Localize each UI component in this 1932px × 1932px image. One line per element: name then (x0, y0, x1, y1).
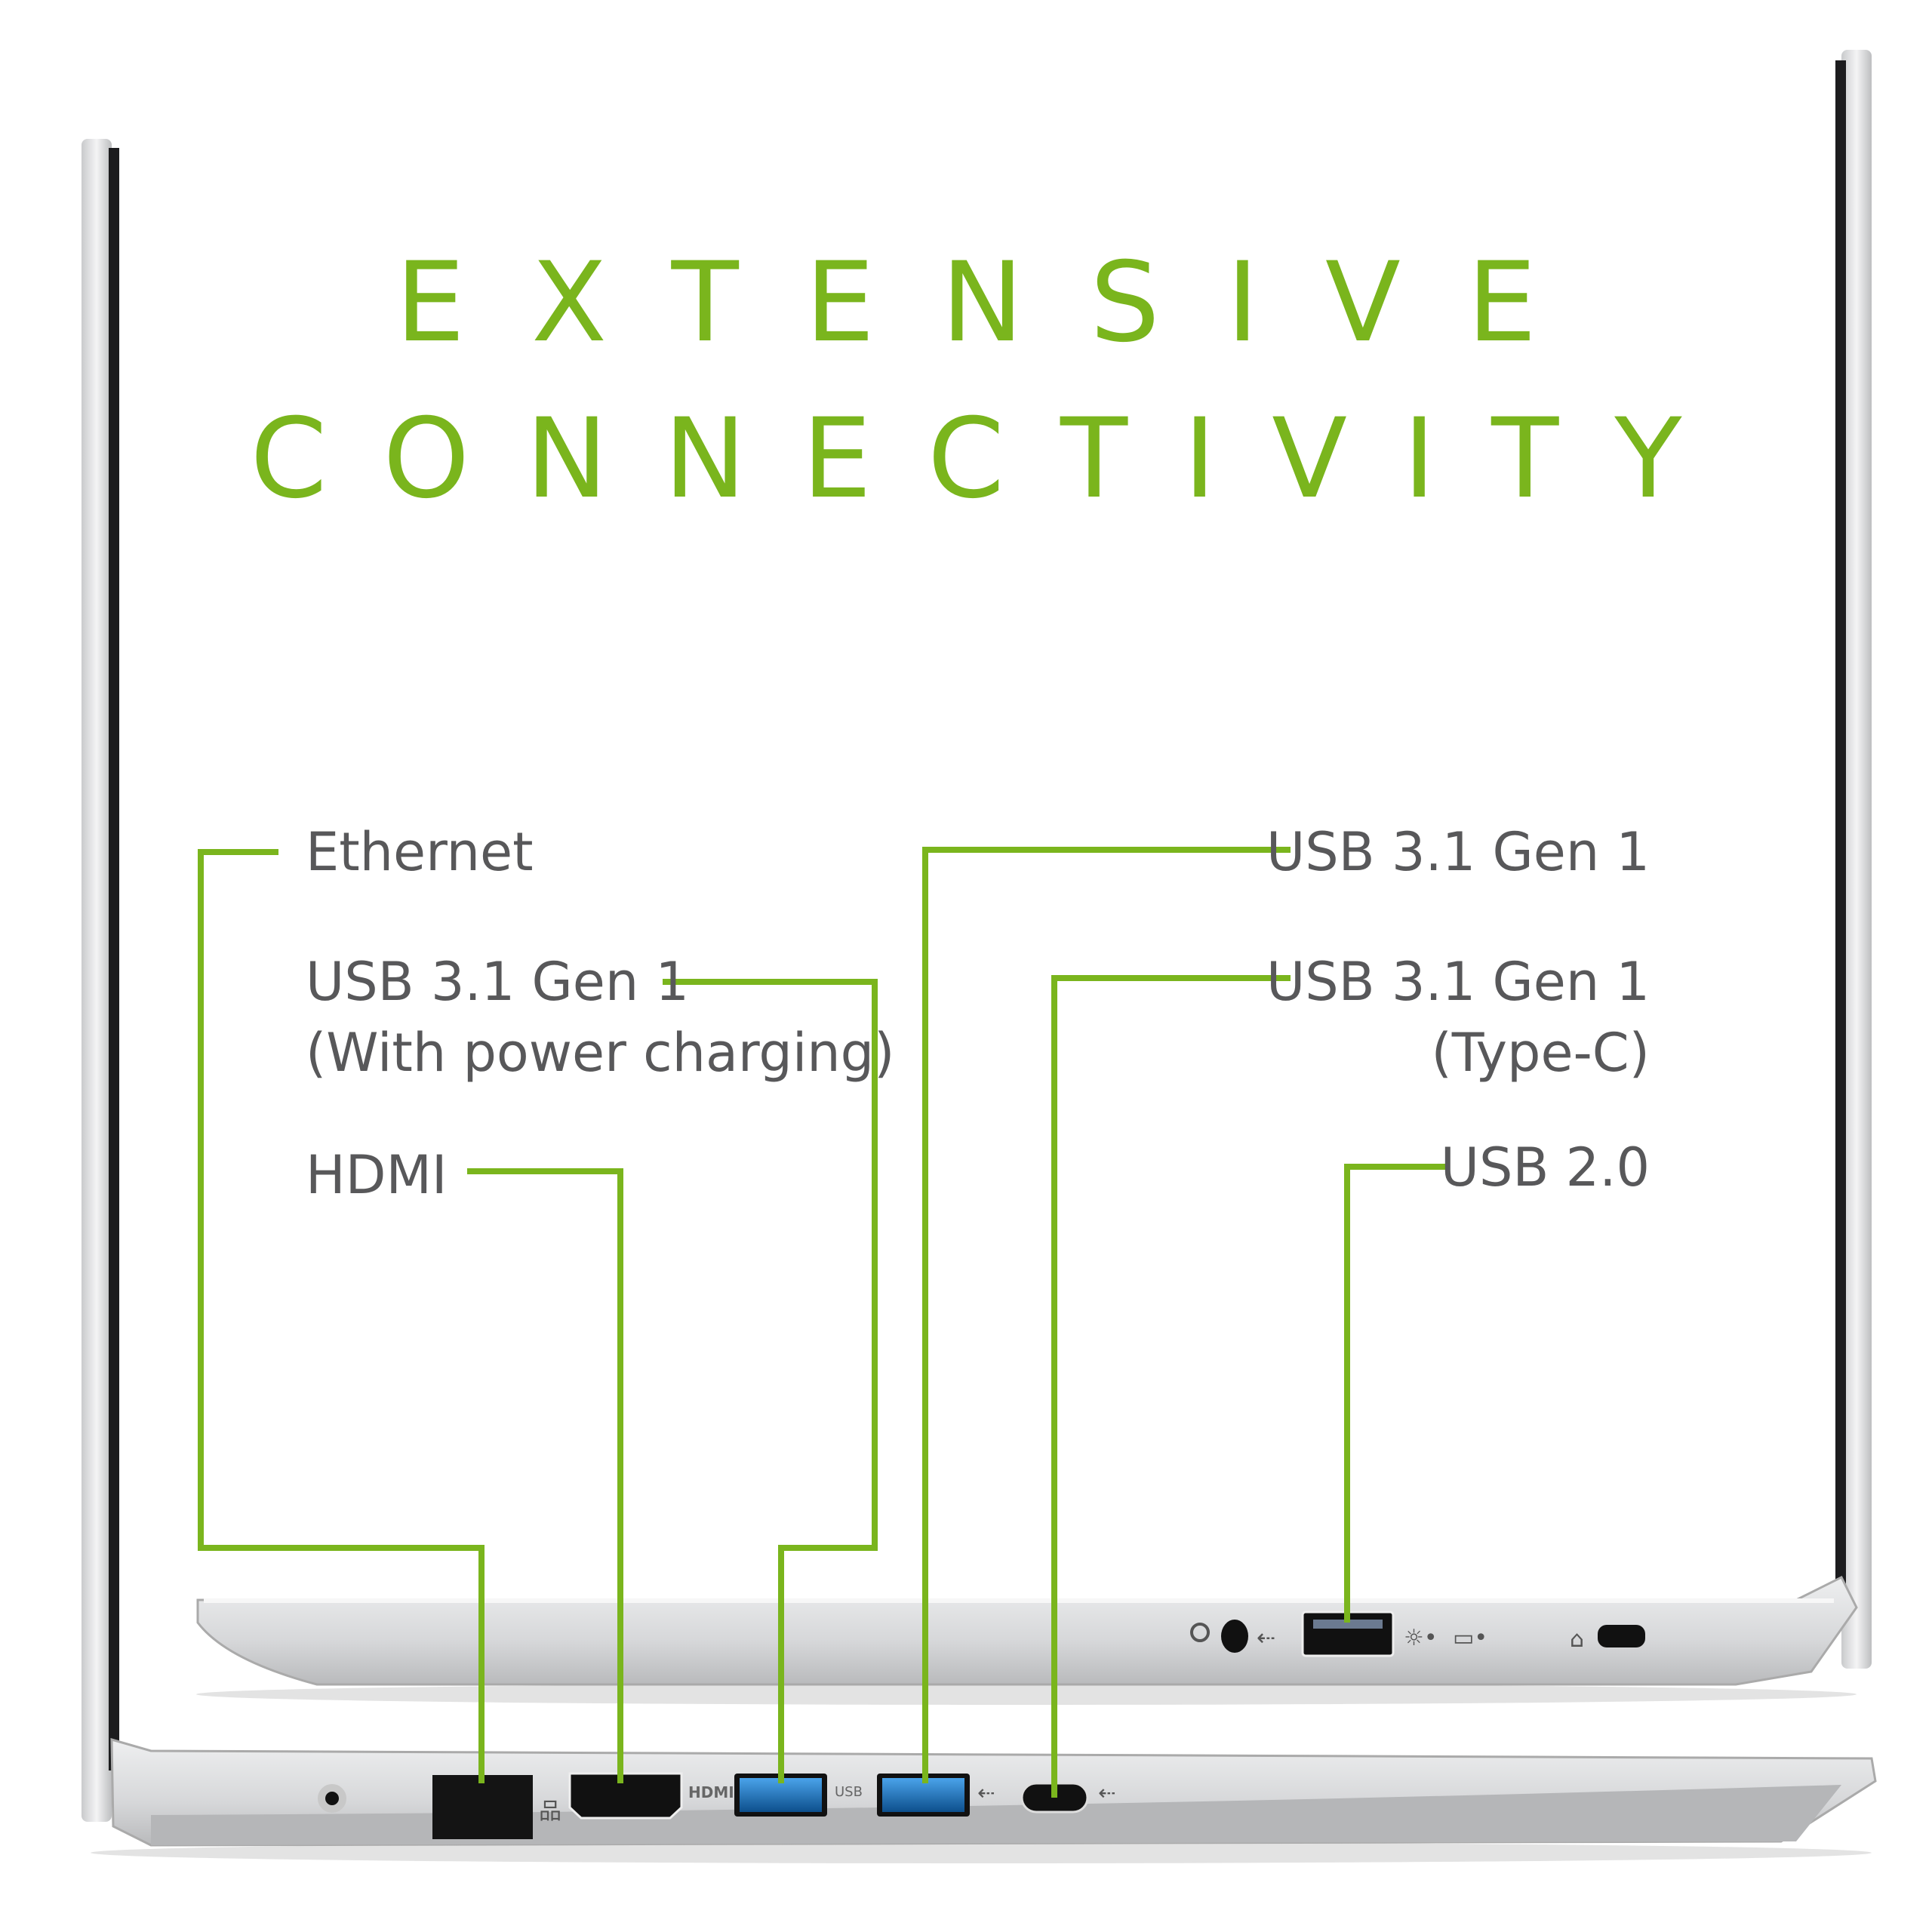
hdmi-port (568, 1772, 683, 1820)
usb3-port-charging (734, 1774, 827, 1817)
network-icon: 品 (539, 1798, 561, 1825)
usb2-port (1301, 1611, 1395, 1657)
usb3-port (877, 1774, 970, 1817)
callout-lines (198, 847, 1445, 1798)
label-usb-charging: USB 3.1 Gen 1 (With power charging) (306, 946, 894, 1088)
label-usb-typec: USB 3.1 Gen 1 (Type-C) (1266, 946, 1650, 1088)
label-usb31: USB 3.1 Gen 1 (1266, 821, 1650, 883)
label-ethernet: Ethernet (306, 821, 534, 883)
label-usb-charging-line1: USB 3.1 Gen 1 (306, 951, 689, 1013)
dc-in-port (318, 1784, 346, 1813)
label-usb-typec-line1: USB 3.1 Gen 1 (1266, 951, 1650, 1013)
callout-typec (1051, 975, 1291, 1798)
usb-charging-marking: USB (835, 1784, 863, 1800)
hdmi-marking: HDMI (688, 1783, 734, 1801)
right-laptop-lid (1835, 50, 1872, 1669)
laptop-base-left-side: 品 HDMI USB ⇠ ⇠ (91, 1737, 1877, 1863)
battery-led-icon: ▭• (1453, 1625, 1487, 1651)
ethernet-port (432, 1775, 533, 1839)
left-laptop-lid (82, 139, 119, 1822)
kensington-lock-slot (1598, 1625, 1645, 1647)
label-usb-typec-line2: (Type-C) (1431, 1022, 1650, 1084)
callout-usb31 (922, 847, 1291, 1783)
title-line-2: CONNECTIVITY (250, 395, 1738, 523)
laptop-base-right-side: ⇠ ☼• ▭• ⌂ (196, 1575, 1858, 1705)
callout-usb20 (1344, 1164, 1445, 1623)
label-hdmi: HDMI (306, 1144, 448, 1206)
callout-usb-charging (663, 979, 878, 1783)
audio-jack (1221, 1620, 1248, 1653)
label-usb20: USB 2.0 (1440, 1137, 1650, 1198)
lock-icon: ⌂ (1570, 1626, 1584, 1653)
label-usb-charging-line2: (With power charging) (306, 1022, 895, 1084)
power-led-icon: ☼• (1404, 1625, 1438, 1651)
callout-hdmi (467, 1168, 623, 1783)
usb-symbol-icon: ⇠ (1098, 1780, 1115, 1805)
usb-symbol-icon: ⇠ (1257, 1625, 1275, 1651)
callout-ethernet (198, 849, 485, 1783)
title-line-1: EXTENSIVE (395, 238, 1604, 367)
usb-symbol-icon: ⇠ (977, 1780, 995, 1805)
headphone-icon (1190, 1623, 1210, 1642)
